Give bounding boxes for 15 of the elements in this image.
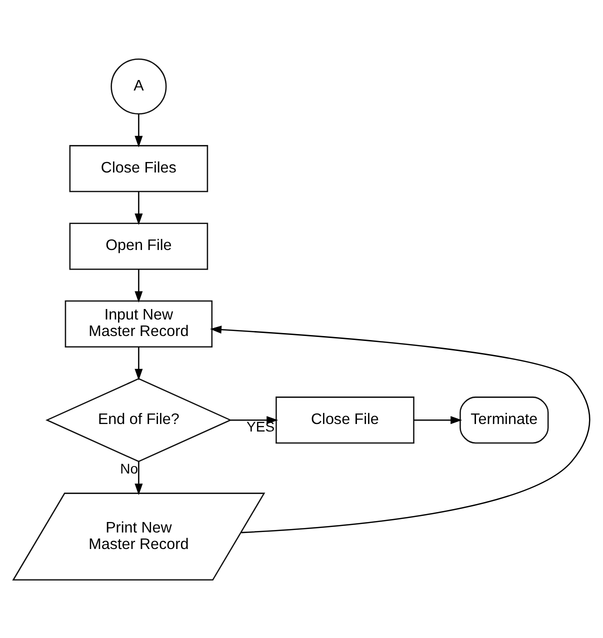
- arrow: [134, 461, 143, 495]
- node-box: Terminate: [460, 396, 549, 444]
- node-box: Input New Master Record: [64, 300, 213, 348]
- arrow: [414, 416, 462, 424]
- node-circle: A: [110, 58, 167, 114]
- arrow: [134, 191, 143, 224]
- node-diamond: End of File?: [45, 378, 232, 462]
- edge-label: No: [120, 460, 138, 476]
- node-box: Close File: [276, 396, 414, 444]
- node-box: Close Files: [69, 144, 208, 192]
- arrow: [210, 325, 590, 533]
- arrow: [134, 114, 143, 147]
- arrow: [134, 346, 143, 380]
- node-box: Open File: [69, 222, 208, 270]
- arrow: [134, 268, 143, 302]
